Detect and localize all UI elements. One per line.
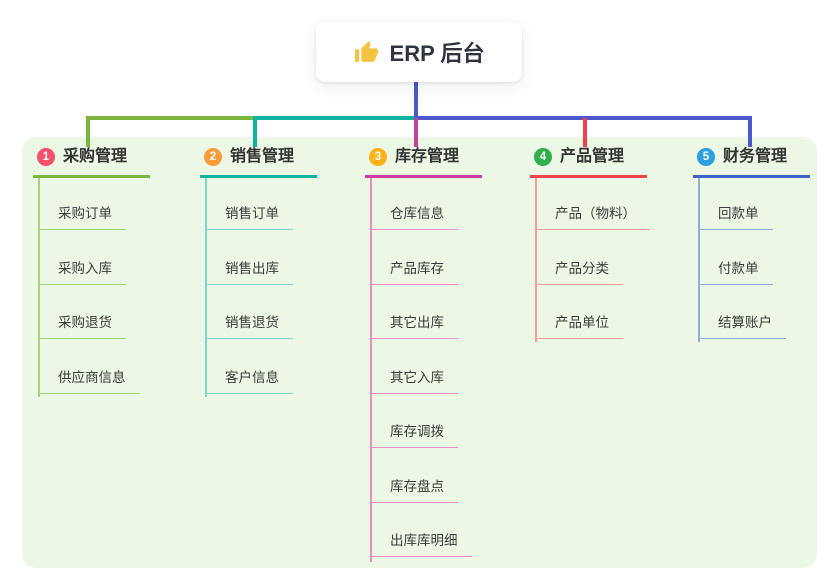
leaf-item[interactable]: 采购退货 xyxy=(38,301,126,339)
branch-trunk-line xyxy=(205,178,207,397)
branch-header-4[interactable]: 4 产品管理 xyxy=(530,146,647,178)
leaf-item[interactable]: 付款单 xyxy=(698,247,773,285)
leaf-item[interactable]: 结算账户 xyxy=(698,301,786,339)
branch-1: 1 采购管理采购订单采购入库采购退货供应商信息 xyxy=(33,146,150,397)
leaf-item[interactable]: 销售出库 xyxy=(205,247,293,285)
branch-trunk-line xyxy=(370,178,372,562)
connector-drop-branch4 xyxy=(583,118,587,147)
branch-2: 2 销售管理销售订单销售出库销售退货客户信息 xyxy=(200,146,317,397)
leaf-item[interactable]: 供应商信息 xyxy=(38,356,140,394)
branch-header-2[interactable]: 2 销售管理 xyxy=(200,146,317,178)
branch-5: 5 财务管理回款单付款单结算账户 xyxy=(693,146,810,342)
branch-label: 采购管理 xyxy=(63,148,128,165)
branch-label: 库存管理 xyxy=(395,148,460,165)
root-label: ERP 后台 xyxy=(389,41,485,66)
connector-horizontal-branch2 xyxy=(253,116,416,120)
branch-header-5[interactable]: 5 财务管理 xyxy=(693,146,810,178)
branch-trunk-line xyxy=(698,178,700,342)
connector-drop-branch1 xyxy=(86,118,90,147)
branch-number-badge: 3 xyxy=(369,148,387,166)
leaf-item[interactable]: 产品分类 xyxy=(535,247,623,285)
leaf-item[interactable]: 采购订单 xyxy=(38,192,126,230)
branch-label: 财务管理 xyxy=(723,148,788,165)
connector-drop-branch5 xyxy=(748,118,752,147)
branch-number-badge: 1 xyxy=(37,148,55,166)
root-node[interactable]: ERP 后台 xyxy=(316,22,522,82)
leaf-item[interactable]: 其它入库 xyxy=(370,356,458,394)
branch-4: 4 产品管理产品（物料） 产品分类产品单位 xyxy=(530,146,650,342)
branch-label: 产品管理 xyxy=(560,148,625,165)
leaf-item[interactable]: 产品（物料） xyxy=(535,192,650,230)
leaf-item[interactable]: 回款单 xyxy=(698,192,773,230)
leaf-item[interactable]: 销售订单 xyxy=(205,192,293,230)
branch-trunk-line xyxy=(535,178,537,342)
branch-3: 3 库存管理仓库信息产品库存其它出库其它入库库存调拨库存盘点出库库明细 xyxy=(365,146,482,562)
branch-number-badge: 5 xyxy=(697,148,715,166)
connector-horizontal-branch1 xyxy=(86,116,255,120)
leaf-item[interactable]: 产品单位 xyxy=(535,301,623,339)
connector-drop-branch2 xyxy=(253,118,257,147)
connector-root-stem xyxy=(413,81,418,118)
branch-label: 销售管理 xyxy=(230,148,295,165)
leaf-item[interactable]: 仓库信息 xyxy=(370,192,458,230)
leaf-item[interactable]: 出库库明细 xyxy=(370,519,472,557)
branches-panel xyxy=(22,137,817,568)
leaf-item[interactable]: 库存盘点 xyxy=(370,465,458,503)
leaf-item[interactable]: 客户信息 xyxy=(205,356,293,394)
leaf-item[interactable]: 其它出库 xyxy=(370,301,458,339)
branch-header-1[interactable]: 1 采购管理 xyxy=(33,146,150,178)
leaf-item[interactable]: 销售退货 xyxy=(205,301,293,339)
connector-drop-branch3 xyxy=(414,118,418,147)
branch-number-badge: 4 xyxy=(534,148,552,166)
branch-number-badge: 2 xyxy=(204,148,222,166)
leaf-item[interactable]: 采购入库 xyxy=(38,247,126,285)
branch-trunk-line xyxy=(38,178,40,397)
branch-header-3[interactable]: 3 库存管理 xyxy=(365,146,482,178)
leaf-item[interactable]: 产品库存 xyxy=(370,247,458,285)
leaf-item[interactable]: 库存调拨 xyxy=(370,410,458,448)
thumbs-up-icon xyxy=(354,40,379,65)
